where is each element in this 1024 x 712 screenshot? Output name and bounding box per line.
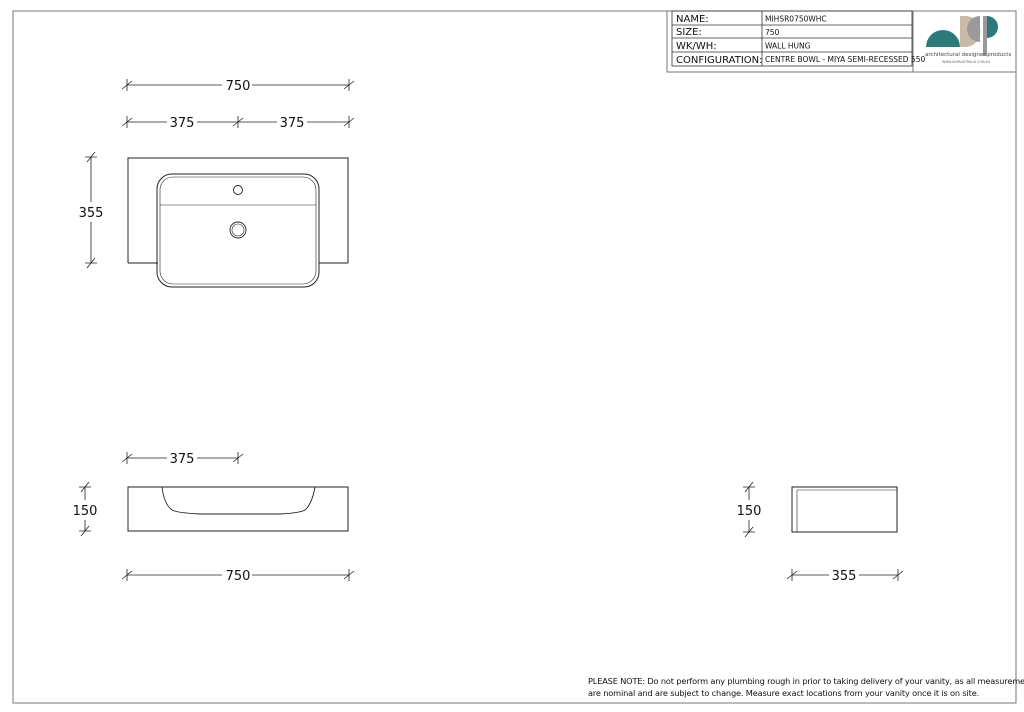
configuration-label: CONFIGURATION:: [676, 55, 763, 66]
plan-depth-label: 355: [79, 206, 104, 221]
logo-gray-shape: [967, 16, 980, 42]
brand-logo: architectural designer products WWW.ADPA…: [925, 16, 1011, 64]
title-block: NAME: MIHSR0750WHC SIZE: 750 WK/WH: WALL…: [666, 10, 1017, 73]
vanity-top-outline: [127, 157, 349, 263]
basin-inner-outline: [159, 176, 317, 285]
disclaimer-line-2: are nominal and are subject to change. M…: [588, 687, 980, 698]
size-label: SIZE:: [676, 27, 702, 38]
disclaimer-note: PLEASE NOTE: Do not perform any plumbing…: [588, 676, 1024, 699]
plan-width-label: 750: [226, 79, 251, 94]
plan-width-ticks: [121, 79, 355, 91]
logo-url-text: WWW.ADPAUSTRALIA.COM.AU: [942, 60, 991, 64]
front-height-label: 150: [73, 504, 98, 519]
configuration-value: CENTRE BOWL - MIYA SEMI-RECESSED 550: [765, 55, 925, 64]
waste-outlet-inner: [231, 223, 245, 237]
side-depth-label: 355: [832, 569, 857, 584]
name-label: NAME:: [676, 14, 709, 25]
disclaimer-line-1: PLEASE NOTE: Do not perform any plumbing…: [588, 676, 1024, 686]
basin-front-profile: [161, 486, 316, 515]
tap-hole: [233, 185, 243, 195]
logo-teal-shape: [987, 16, 998, 38]
logo-brand-text: architectural designer products: [925, 52, 1011, 58]
plan-view: [78, 77, 355, 288]
side-height-label: 150: [737, 504, 762, 519]
name-value: MIHSR0750WHC: [765, 15, 827, 24]
front-half-label: 375: [170, 452, 195, 467]
vanity-front-outline: [127, 486, 349, 532]
plan-half-right-label: 375: [280, 116, 305, 131]
plan-depth-ticks: [85, 151, 97, 269]
plan-half-left-label: 375: [170, 116, 195, 131]
front-width-label: 750: [226, 569, 251, 584]
front-elevation: [72, 450, 355, 583]
basin-outline: [156, 173, 320, 288]
logo-teal-arc: [926, 30, 960, 47]
sheet-border: [12, 10, 1017, 704]
size-value: 750: [765, 28, 780, 37]
wk-wh-value: WALL HUNG: [765, 42, 811, 51]
vanity-side-outline: [791, 486, 898, 533]
title-table: [671, 10, 913, 67]
wk-wh-label: WK/WH:: [676, 41, 717, 52]
plan-half-ticks: [121, 116, 355, 128]
waste-outlet-outer: [229, 221, 247, 239]
side-elevation: [736, 481, 904, 583]
